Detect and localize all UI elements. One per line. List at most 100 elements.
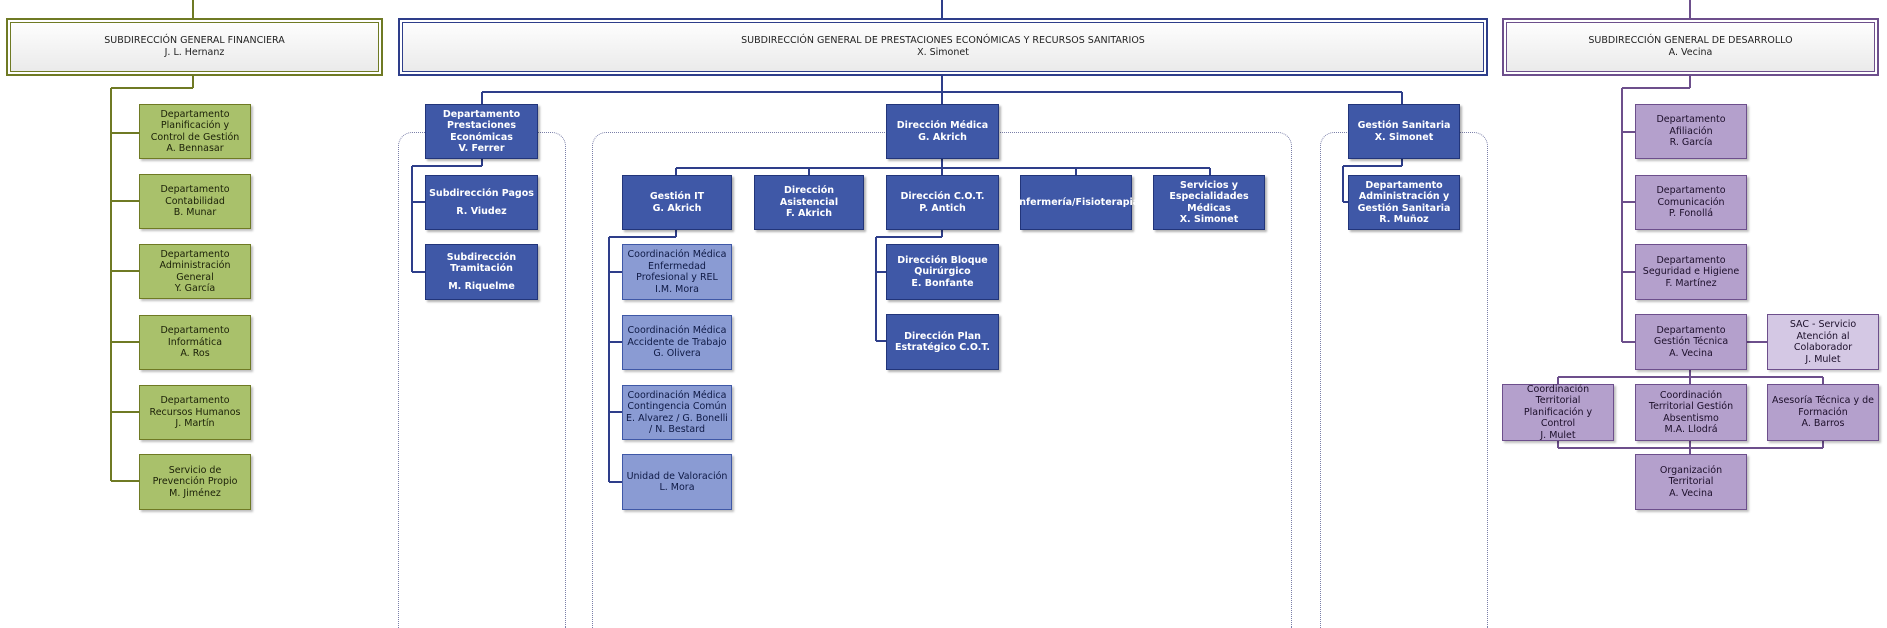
box-person: Y. García [174, 283, 216, 294]
box-gestion-it[interactable]: Gestión IT G. Akrich [622, 175, 732, 230]
box-person: J. Mulet [1805, 353, 1841, 365]
box-title: Departamento Gestión Técnica [1653, 324, 1729, 348]
box-person: R. García [1669, 137, 1713, 149]
box-dept-gestion-tecnica[interactable]: Departamento Gestión Técnica A. Vecina [1635, 314, 1747, 370]
box-title: Subdirección Tramitación [446, 251, 517, 275]
header-desarrollo-title: SUBDIRECCIÓN GENERAL DE DESARROLLO [1588, 35, 1793, 46]
box-dept-informatica[interactable]: Departamento Informática A. Ros [139, 315, 251, 370]
header-financiera-title: SUBDIRECCIÓN GENERAL FINANCIERA [104, 35, 285, 46]
box-title: Servicio de Prevención Propio [152, 464, 238, 488]
box-direccion-bloque[interactable]: Dirección Bloque Quirúrgico E. Bonfante [886, 244, 999, 300]
box-person: X. Simonet [1374, 131, 1434, 143]
box-asesoria[interactable]: Asesoría Técnica y de Formación A. Barro… [1767, 384, 1879, 441]
box-servicio-prevencion[interactable]: Servicio de Prevención Propio M. Jiménez [139, 454, 251, 510]
header-financiera[interactable]: SUBDIRECCIÓN GENERAL FINANCIERA J. L. He… [6, 18, 383, 76]
box-title: Departamento Administración General [159, 248, 231, 283]
box-title: Departamento Informática [160, 325, 230, 348]
box-person: J. Martín [175, 418, 215, 430]
box-dept-prestaciones[interactable]: Departamento Prestaciones Económicas V. … [425, 104, 538, 159]
box-dept-rrhh[interactable]: Departamento Recursos Humanos J. Martín [139, 385, 251, 440]
box-title: Dirección Médica [896, 120, 989, 131]
box-subdir-pagos[interactable]: Subdirección Pagos R. Viudez [425, 175, 538, 230]
box-title: Coordinación Médica Contingencia Común [627, 389, 727, 413]
header-desarrollo[interactable]: SUBDIRECCIÓN GENERAL DE DESARROLLO A. Ve… [1502, 18, 1879, 76]
box-person: M. Riquelme [448, 280, 515, 292]
box-title: Departamento Seguridad e Higiene [1642, 254, 1740, 278]
header-prestaciones-person: X. Simonet [917, 47, 969, 58]
box-title: Departamento Planificación y Control de … [150, 108, 240, 143]
box-coord-planificacion[interactable]: Coordinación Territorial Planificación y… [1502, 384, 1614, 441]
prestaciones-connectors [411, 0, 1403, 483]
box-person: E. Bonfante [911, 277, 974, 289]
box-dept-contabilidad[interactable]: Departamento Contabilidad B. Munar [139, 174, 251, 229]
box-title: Asesoría Técnica y de Formación [1772, 395, 1874, 418]
box-person: A. Bennasar [166, 143, 224, 154]
box-title: Departamento Afiliación [1656, 114, 1726, 137]
box-coord-contingencia[interactable]: Coordinación Médica Contingencia Común E… [622, 385, 732, 440]
box-direccion-asistencial[interactable]: Dirección Asistencial F. Akrich [754, 175, 864, 230]
box-person: A. Vecina [1669, 347, 1713, 359]
box-subdir-tramitacion[interactable]: Subdirección Tramitación M. Riquelme [425, 244, 538, 300]
box-organizacion[interactable]: Organización Territorial A. Vecina [1635, 454, 1747, 510]
box-person: A. Barros [1801, 418, 1845, 430]
box-person: M.A. Llodrá [1664, 424, 1718, 435]
box-dept-administracion[interactable]: Departamento Administración General Y. G… [139, 244, 251, 299]
box-title: Departamento Contabilidad [160, 184, 230, 207]
box-person: R. Muñoz [1379, 214, 1429, 225]
box-title: SAC - Servicio Atención al Colaborador [1789, 319, 1857, 353]
box-person: E. Alvarez / G. Bonelli / N. Bestard [626, 412, 728, 436]
box-direccion-cot[interactable]: Dirección C.O.T. P. Antich [886, 175, 999, 230]
box-coord-absentismo[interactable]: Coordinación Territorial Gestión Absenti… [1635, 384, 1747, 441]
header-prestaciones-title: SUBDIRECCIÓN GENERAL DE PRESTACIONES ECO… [741, 35, 1145, 46]
header-prestaciones[interactable]: SUBDIRECCIÓN GENERAL DE PRESTACIONES ECO… [398, 18, 1488, 76]
box-person: A. Ros [180, 348, 210, 360]
box-person: G. Akrich [918, 131, 967, 143]
box-title: Unidad de Valoración [626, 470, 728, 482]
box-dept-afiliacion[interactable]: Departamento Afiliación R. García [1635, 104, 1747, 159]
box-person: I.M. Mora [655, 283, 699, 295]
box-title: Coordinación Territorial Gestión Absenti… [1648, 389, 1734, 424]
header-financiera-person: J. L. Hernanz [164, 47, 225, 58]
box-title: Enfermería/Fisioterapia [1012, 196, 1140, 208]
box-title: Organización Territorial [1659, 464, 1723, 488]
box-title: Dirección Bloque Quirúrgico [897, 254, 988, 278]
box-dept-comunicacion[interactable]: Departamento Comunicación P. Fonollá [1635, 175, 1747, 230]
box-direccion-medica[interactable]: Dirección Médica G. Akrich [886, 104, 999, 159]
box-title: Departamento Comunicación [1656, 185, 1726, 208]
box-coord-accidente[interactable]: Coordinación Médica Accidente de Trabajo… [622, 315, 732, 370]
box-person: L. Mora [659, 482, 695, 493]
box-title: Dirección Plan Estratégico C.O.T. [895, 330, 990, 354]
box-person: M. Jiménez [169, 487, 221, 499]
box-unidad-valoracion[interactable]: Unidad de Valoración L. Mora [622, 454, 732, 510]
box-person: A. Vecina [1669, 487, 1713, 499]
box-enfermeria[interactable]: Enfermería/Fisioterapia [1013, 175, 1139, 230]
box-servicios[interactable]: Servicios y Especialidades Médicas X. Si… [1153, 175, 1265, 230]
box-person: X. Simonet [1179, 214, 1239, 225]
box-title: Coordinación Médica Enfermedad Profesion… [627, 249, 727, 283]
header-desarrollo-person: A. Vecina [1668, 47, 1713, 58]
box-title: Gestión IT [649, 191, 705, 202]
desarrollo-connectors [1557, 0, 1824, 454]
box-person: B. Munar [173, 207, 217, 219]
box-person: G. Olivera [653, 348, 701, 360]
box-title: Departamento Administración y Gestión Sa… [1357, 179, 1451, 214]
box-person: P. Antich [919, 202, 966, 214]
box-person: F. Martínez [1665, 277, 1717, 289]
box-person: G. Akrich [652, 202, 702, 214]
box-person: V. Ferrer [458, 143, 505, 154]
box-coord-enfermedad[interactable]: Coordinación Médica Enfermedad Profesion… [622, 244, 732, 300]
box-person: J. Mulet [1540, 429, 1576, 441]
box-title: Coordinación Médica Accidente de Trabajo [627, 325, 727, 348]
box-dept-admin-sanitaria[interactable]: Departamento Administración y Gestión Sa… [1348, 175, 1460, 230]
box-direccion-plan[interactable]: Dirección Plan Estratégico C.O.T. [886, 314, 999, 370]
box-gestion-sanitaria[interactable]: Gestión Sanitaria X. Simonet [1348, 104, 1460, 159]
box-person: P. Fonollá [1668, 208, 1714, 220]
box-dept-seguridad[interactable]: Departamento Seguridad e Higiene F. Mart… [1635, 244, 1747, 300]
box-dept-planificacion[interactable]: Departamento Planificación y Control de … [139, 104, 251, 159]
box-title: Departamento Recursos Humanos [149, 395, 241, 418]
financiera-connectors [110, 0, 194, 482]
box-title: Gestión Sanitaria [1357, 120, 1451, 131]
box-title: Subdirección Pagos [429, 188, 534, 199]
box-sac[interactable]: SAC - Servicio Atención al Colaborador J… [1767, 314, 1879, 370]
